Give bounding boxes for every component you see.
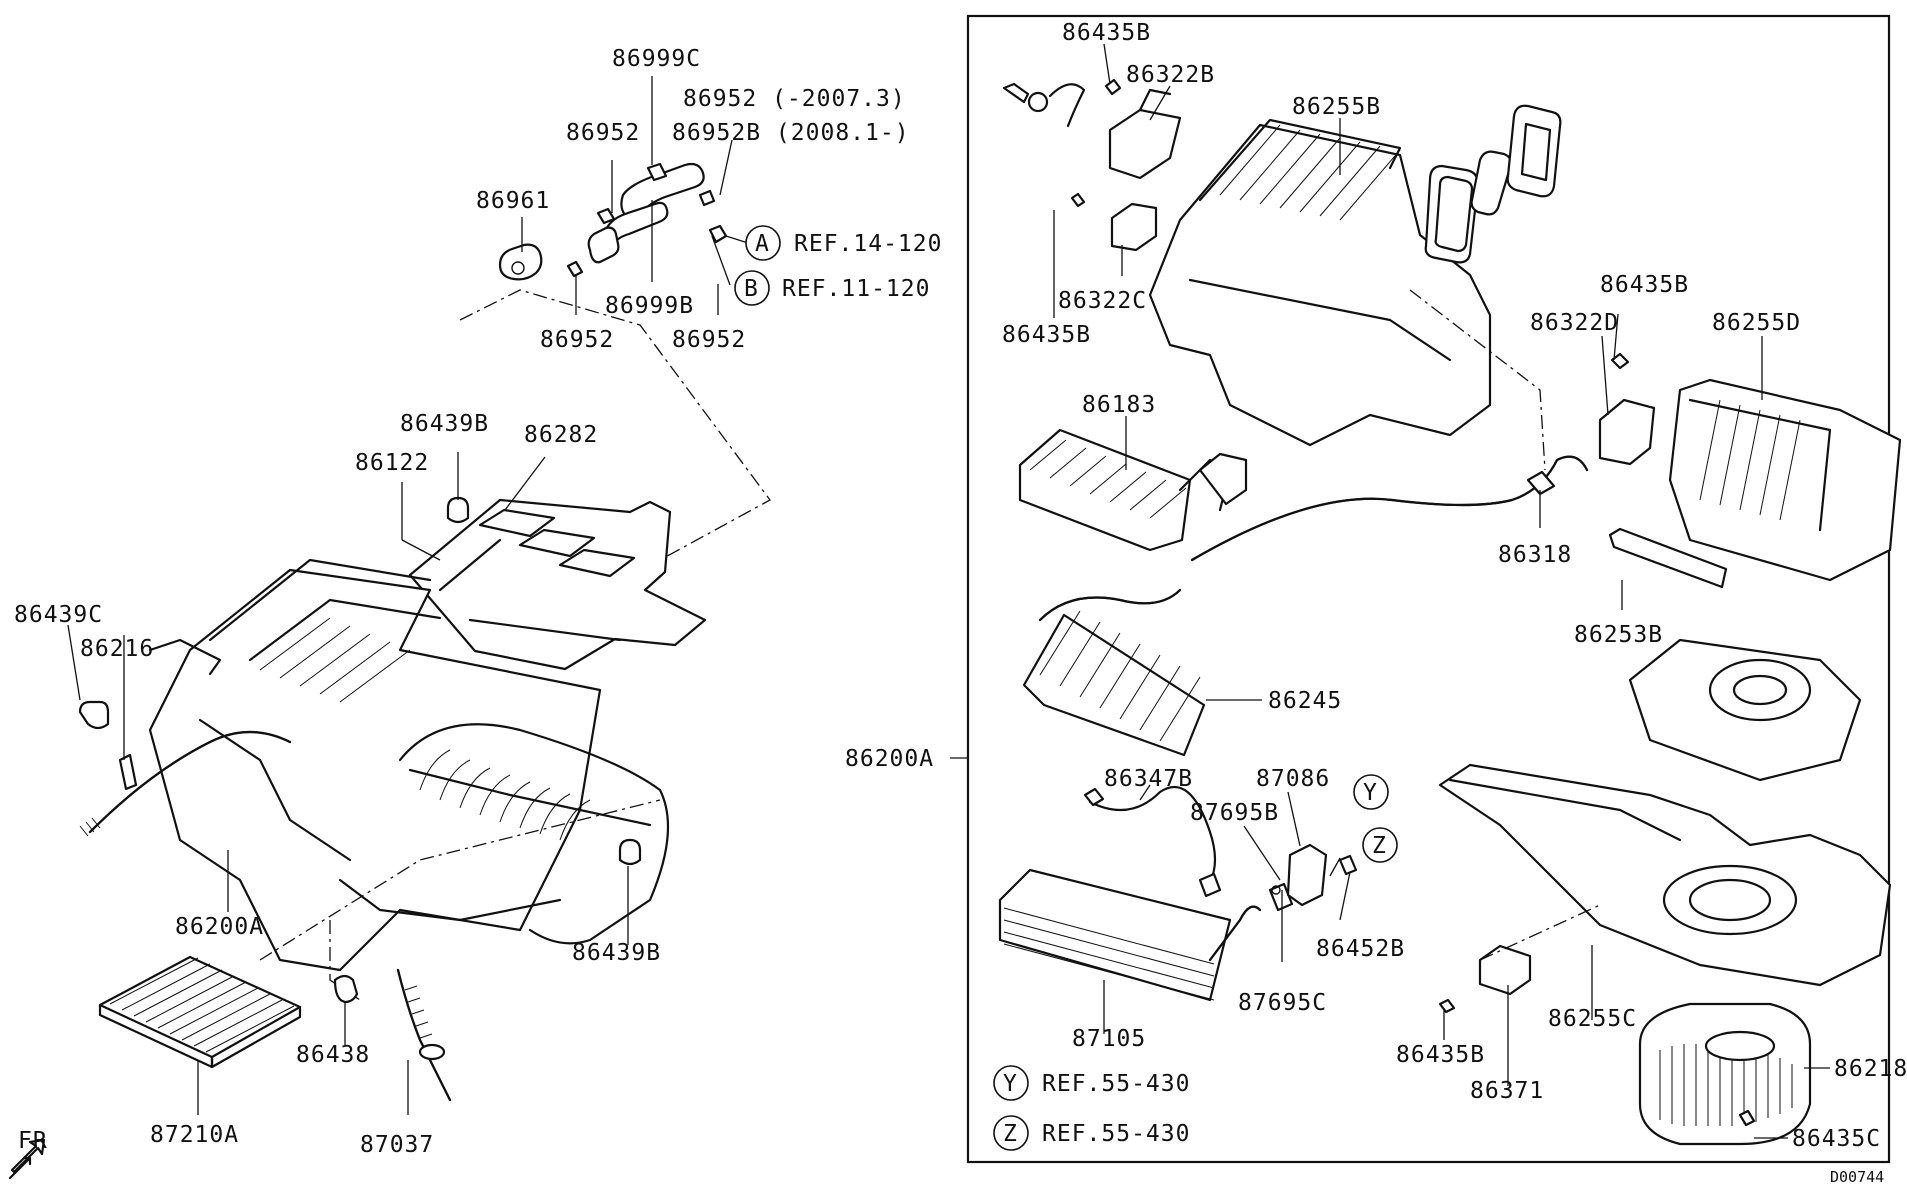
label-86439c: 86439C <box>14 602 103 628</box>
label-ref-y: REF.55-430 <box>1042 1071 1190 1097</box>
leaders-top <box>521 76 749 315</box>
label-86452b: 86452B <box>1316 936 1405 962</box>
label-86318: 86318 <box>1498 542 1572 568</box>
label-86200a-left: 86200A <box>175 914 264 940</box>
label-ref-z: REF.55-430 <box>1042 1121 1190 1147</box>
label-87086: 87086 <box>1256 766 1330 792</box>
label-86200a-mid: 86200A <box>845 746 934 772</box>
diagram-code: D00744 <box>1830 1168 1884 1186</box>
label-86438: 86438 <box>296 1042 370 1068</box>
label-86282: 86282 <box>524 422 598 448</box>
drain-hose <box>333 968 452 1102</box>
label-86435b-1: 86435B <box>1062 20 1151 46</box>
label-86961: 86961 <box>476 188 550 214</box>
label-86439b-top: 86439B <box>400 411 489 437</box>
label-86952-top: 86952 <box>566 120 640 146</box>
right-panel-parts <box>998 78 1902 1146</box>
label-ref-a: REF.14-120 <box>794 231 942 257</box>
label-86245: 86245 <box>1268 688 1342 714</box>
label-86435b-2: 86435B <box>1002 322 1091 348</box>
label-86999c: 86999C <box>612 46 701 72</box>
label-87210a: 87210A <box>150 1122 239 1148</box>
label-86952-rev: 86952 (-2007.3) <box>683 86 906 112</box>
label-fr: FR <box>18 1128 48 1154</box>
callout-a-circle <box>745 225 781 261</box>
label-86952-br: 86952 <box>672 327 746 353</box>
label-86322b: 86322B <box>1126 62 1215 88</box>
label-86952-bl: 86952 <box>540 327 614 353</box>
front-direction-arrow <box>8 1138 46 1180</box>
label-86952b: 86952B (2008.1-) <box>672 120 910 146</box>
label-86322c: 86322C <box>1058 288 1147 314</box>
label-87695c: 87695C <box>1238 990 1327 1016</box>
callout-y: Y <box>1363 780 1378 806</box>
label-86218: 86218 <box>1834 1056 1907 1082</box>
callout-y-circle <box>1353 774 1389 810</box>
callout-b: B <box>744 276 759 302</box>
label-87695b: 87695B <box>1190 800 1279 826</box>
label-86439b-bot: 86439B <box>572 940 661 966</box>
label-86255c: 86255C <box>1548 1006 1637 1032</box>
detail-frame <box>966 14 1891 1164</box>
legend-z: Z <box>1003 1121 1018 1147</box>
label-86371: 86371 <box>1470 1078 1544 1104</box>
label-86347b: 86347B <box>1104 766 1193 792</box>
label-86122: 86122 <box>355 450 429 476</box>
label-86435b-3: 86435B <box>1600 272 1689 298</box>
label-86322d: 86322D <box>1530 310 1619 336</box>
hvac-unit-assembly <box>78 496 707 972</box>
label-86253b: 86253B <box>1574 622 1663 648</box>
callout-a: A <box>755 231 770 257</box>
leaders-right <box>950 43 1830 1139</box>
legend-y-circle <box>993 1065 1029 1101</box>
label-87105: 87105 <box>1072 1026 1146 1052</box>
leaders-left <box>67 452 629 1115</box>
callout-z: Z <box>1372 833 1387 859</box>
label-86435c: 86435C <box>1792 1126 1881 1152</box>
legend-y: Y <box>1003 1071 1018 1097</box>
label-87037: 87037 <box>360 1132 434 1158</box>
label-86183: 86183 <box>1082 392 1156 418</box>
callout-z-circle <box>1362 827 1398 863</box>
callout-b-circle <box>734 270 770 306</box>
legend-z-circle <box>993 1115 1029 1151</box>
label-ref-b: REF.11-120 <box>782 276 930 302</box>
label-86255b: 86255B <box>1292 94 1381 120</box>
label-86999b: 86999B <box>605 293 694 319</box>
label-86216: 86216 <box>80 636 154 662</box>
heater-hose-group <box>498 162 728 281</box>
label-86435b-4: 86435B <box>1396 1042 1485 1068</box>
cabin-air-filter <box>98 955 302 1069</box>
label-86255d: 86255D <box>1712 310 1801 336</box>
